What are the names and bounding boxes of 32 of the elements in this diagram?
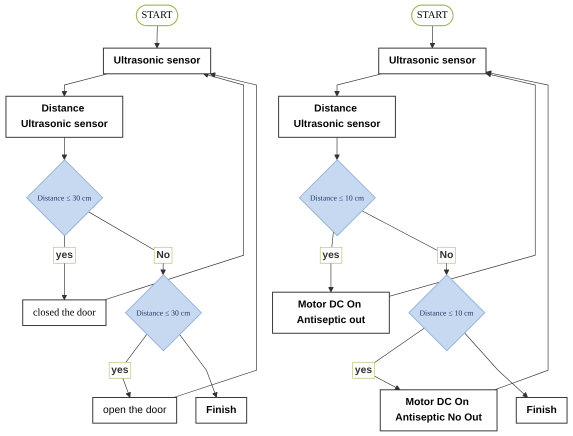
node-box: Distance Ultrasonic sensor: [278, 96, 396, 138]
arrow: [464, 332, 528, 398]
node-box: closed the door: [22, 299, 106, 326]
arrow: [62, 137, 68, 160]
arrow: [62, 235, 68, 300]
arrow: [154, 26, 160, 48]
arrow: [179, 334, 218, 398]
node-box: Distance Ultrasonic sensor: [5, 96, 124, 138]
arrow: [173, 72, 257, 398]
arrow: [104, 72, 244, 300]
arrow: [362, 210, 450, 276]
arrow: [486, 70, 548, 390]
node-box: open the door: [92, 397, 178, 424]
edge-label: yes: [322, 249, 340, 260]
node-box: Motor DC On Antiseptic No Out: [380, 389, 498, 432]
edge-label: yes: [56, 249, 73, 260]
edge-label: yes: [111, 364, 128, 376]
arrow: [88, 211, 166, 276]
arrow: [389, 72, 536, 297]
arrow: [334, 137, 340, 160]
arrow: [62, 73, 108, 96]
edge-label: No: [156, 249, 170, 260]
edge-label: yes: [354, 364, 372, 376]
node-box: Ultrasonic sensor: [378, 48, 486, 74]
node-box: Motor DC On Antiseptic out: [272, 292, 390, 334]
node-box: Finish: [516, 397, 568, 424]
node-box: Finish: [195, 397, 248, 424]
edge-label: No: [440, 249, 454, 260]
node-box: Ultrasonic sensor: [102, 48, 212, 74]
arrow: [430, 26, 436, 48]
arrow: [328, 232, 334, 292]
arrow: [334, 73, 382, 96]
